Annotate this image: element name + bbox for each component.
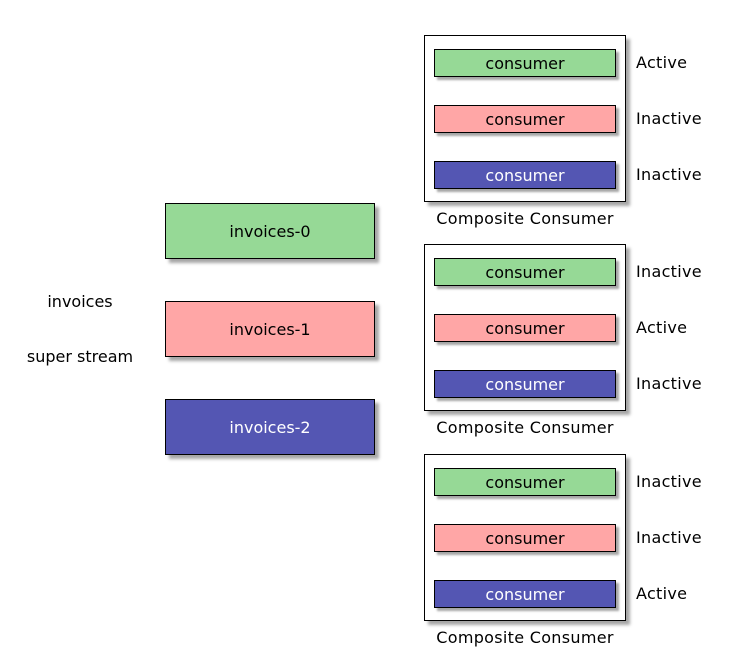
consumer-box: consumer xyxy=(434,468,616,496)
consumer-label: consumer xyxy=(485,472,565,492)
consumer-box: consumer xyxy=(434,258,616,286)
partition-invoices-0: invoices-0 xyxy=(165,203,375,259)
composite-consumer-box: consumer consumer consumer xyxy=(424,454,626,621)
consumer-status: Active xyxy=(636,584,688,603)
consumer-status: Inactive xyxy=(636,528,702,547)
consumer-status: Inactive xyxy=(636,262,702,281)
composite-consumer-group-1: consumer consumer consumer Active Inacti… xyxy=(424,35,730,235)
consumer-status: Inactive xyxy=(636,109,702,128)
consumer-box: consumer xyxy=(434,105,616,133)
consumer-label: consumer xyxy=(485,53,565,73)
consumer-label: consumer xyxy=(485,262,565,282)
consumer-box: consumer xyxy=(434,370,616,398)
partition-label: invoices-1 xyxy=(229,319,311,339)
consumer-box: consumer xyxy=(434,161,616,189)
consumer-status: Inactive xyxy=(636,165,702,184)
consumer-label: consumer xyxy=(485,318,565,338)
consumer-status: Inactive xyxy=(636,472,702,491)
consumer-box: consumer xyxy=(434,314,616,342)
consumer-status: Active xyxy=(636,318,688,337)
partition-invoices-1: invoices-1 xyxy=(165,301,375,357)
composite-consumer-box: consumer consumer consumer xyxy=(424,35,626,202)
consumer-label: consumer xyxy=(485,528,565,548)
consumer-box: consumer xyxy=(434,49,616,77)
consumer-status: Inactive xyxy=(636,374,702,393)
consumer-box: consumer xyxy=(434,580,616,608)
composite-consumer-group-3: consumer consumer consumer Inactive Inac… xyxy=(424,454,730,654)
partition-label: invoices-0 xyxy=(229,221,311,241)
consumer-status: Active xyxy=(636,53,688,72)
stream-type-label: super stream xyxy=(26,347,134,366)
partition-label: invoices-2 xyxy=(229,417,311,437)
composite-consumer-group-2: consumer consumer consumer Inactive Acti… xyxy=(424,244,730,444)
composite-consumer-caption: Composite Consumer xyxy=(436,418,614,437)
stream-name-label: invoices xyxy=(47,292,113,311)
partition-invoices-2: invoices-2 xyxy=(165,399,375,455)
consumer-label: consumer xyxy=(485,584,565,604)
composite-consumer-caption: Composite Consumer xyxy=(436,209,614,228)
consumer-label: consumer xyxy=(485,109,565,129)
consumer-label: consumer xyxy=(485,165,565,185)
consumer-box: consumer xyxy=(434,524,616,552)
composite-consumer-caption: Composite Consumer xyxy=(436,628,614,647)
consumer-label: consumer xyxy=(485,374,565,394)
composite-consumer-box: consumer consumer consumer xyxy=(424,244,626,411)
